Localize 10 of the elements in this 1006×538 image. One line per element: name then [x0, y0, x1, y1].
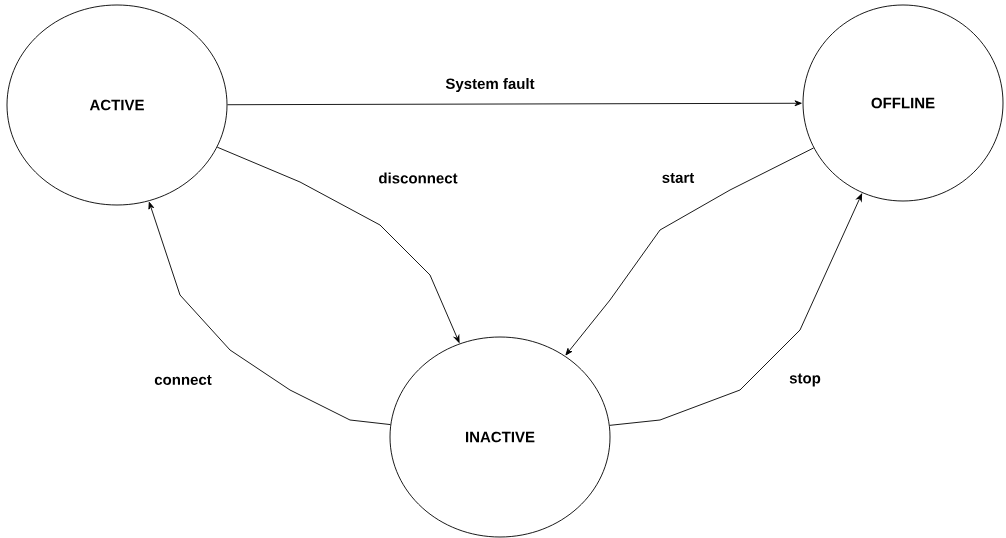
edge-label: start	[660, 172, 696, 184]
arrow	[227, 100, 802, 107]
edge-label: System fault	[444, 77, 536, 93]
arrow	[148, 201, 391, 426]
edge-label: connect	[153, 374, 213, 386]
arrow	[609, 193, 863, 426]
edge-label: stop	[788, 372, 822, 388]
arrow	[216, 146, 460, 343]
edge-label: disconnect	[377, 171, 459, 185]
arrow	[565, 147, 815, 356]
